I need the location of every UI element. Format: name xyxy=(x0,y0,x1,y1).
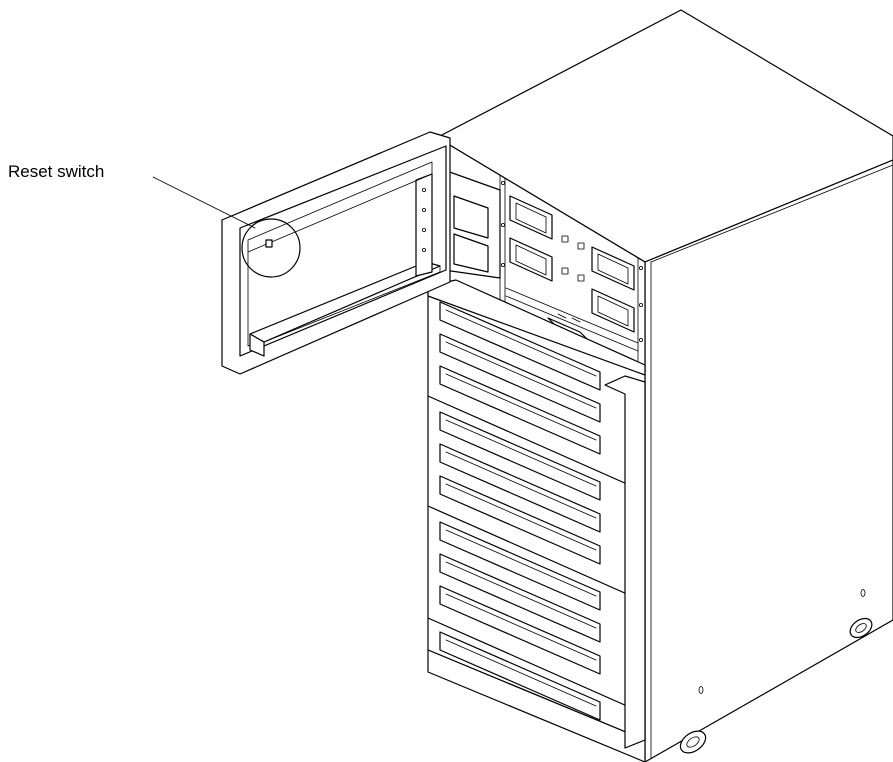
louvre-slat xyxy=(439,553,601,643)
louvre-slat-edge xyxy=(445,419,597,487)
louvre-slat xyxy=(439,585,601,675)
louvre-slat xyxy=(439,475,601,565)
louvre-slat-edge xyxy=(445,451,597,519)
louvre-slat xyxy=(439,411,601,501)
frame-screws xyxy=(500,180,644,342)
louvre-slat xyxy=(439,443,601,533)
louvre-slat xyxy=(439,333,601,423)
louvre-slat-edge xyxy=(445,373,597,441)
louvre-slat xyxy=(439,631,601,721)
caster-wheel-icon xyxy=(849,617,873,639)
reset-switch[interactable] xyxy=(265,239,273,248)
vent-louvres xyxy=(439,301,601,721)
louvre-slat-edge xyxy=(445,561,597,629)
louvre-slat-edge xyxy=(445,593,597,661)
louvre-slat-edge xyxy=(445,639,597,707)
callout-leader xyxy=(152,176,256,229)
louvre-slat-edge xyxy=(445,483,597,551)
louvre-slat-edge xyxy=(445,309,597,377)
open-front-door xyxy=(221,131,451,375)
louvre-slat xyxy=(439,521,601,611)
louvre-slat xyxy=(439,301,601,391)
louvre-slat-edge xyxy=(445,529,597,597)
cabinet-base xyxy=(427,649,646,762)
callout-label-reset-switch: Reset switch xyxy=(8,162,104,181)
reset-switch-highlight-circle xyxy=(241,218,301,278)
caster-wheel-icon xyxy=(679,730,707,754)
louvre-slat xyxy=(439,365,601,455)
louvre-slat-edge xyxy=(445,341,597,409)
drive-bays xyxy=(505,195,639,352)
cabinet-side-panel xyxy=(644,159,893,762)
